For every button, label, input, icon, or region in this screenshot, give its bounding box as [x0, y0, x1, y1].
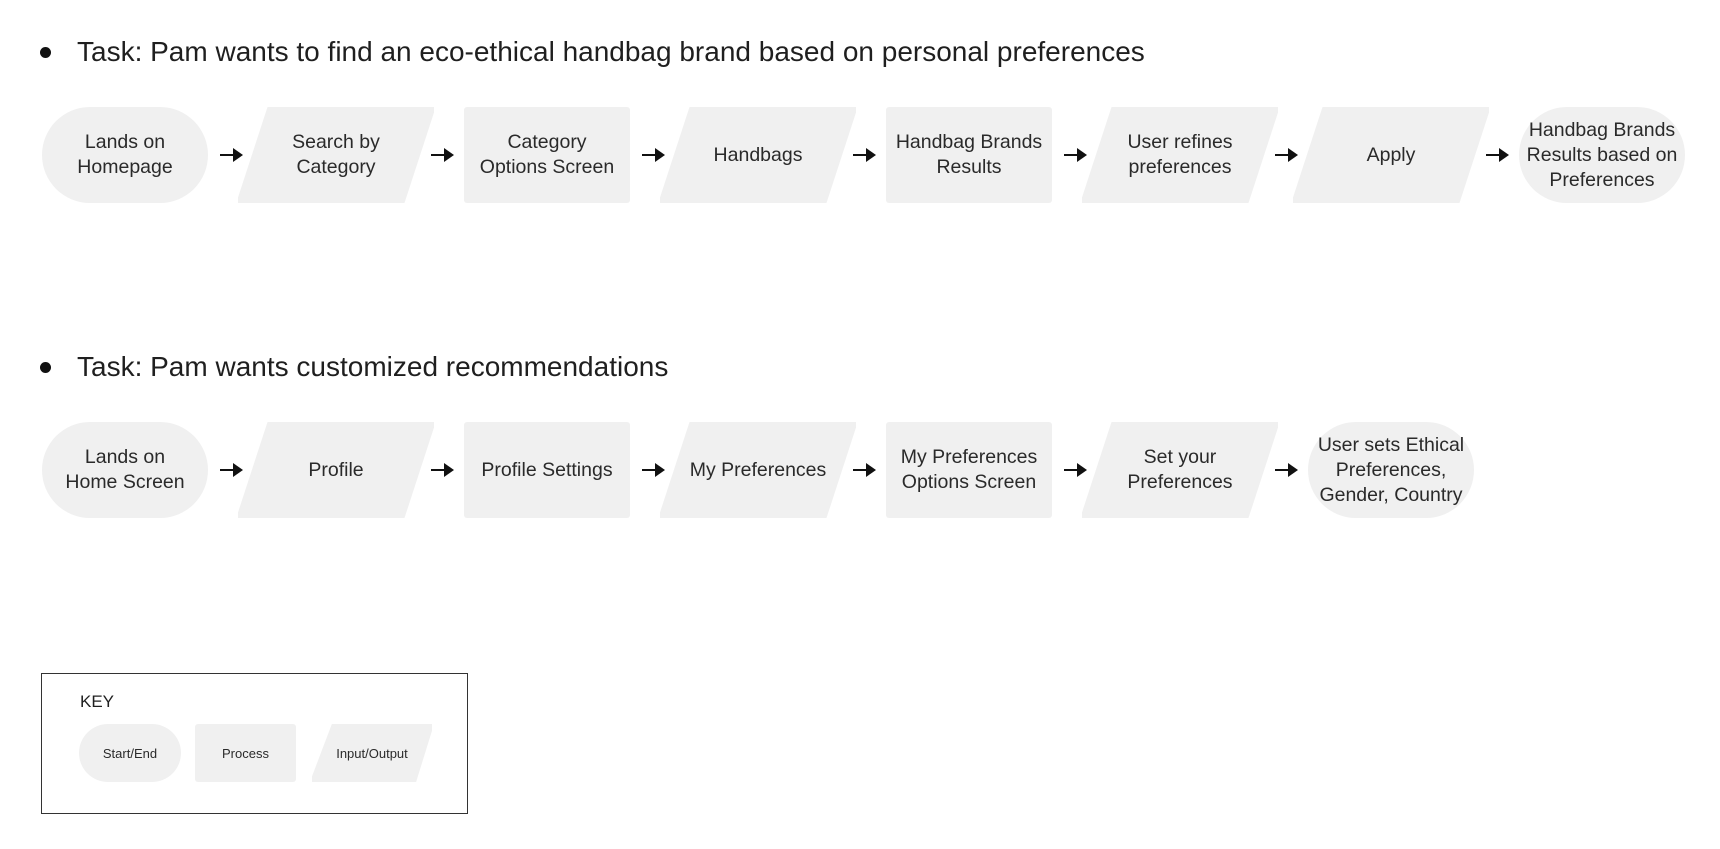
arrow-right-icon [841, 422, 886, 518]
parallelogram-shape [1082, 422, 1278, 518]
step-label: Set your Preferences [1127, 446, 1233, 493]
parallelogram-shape [1293, 107, 1489, 203]
start-end-node: Lands on Home Screen [42, 422, 208, 518]
start-end-node: Handbag Brands Results based on Preferen… [1519, 107, 1685, 203]
step-label: Category Options Screen [479, 131, 615, 178]
step-label: Apply [1366, 143, 1416, 166]
parallelogram-shape [312, 724, 432, 782]
input-output-node: Search by Category [238, 107, 434, 203]
arrow-right-icon [1052, 422, 1097, 518]
step-label: User sets Ethical Preferences, Gender, C… [1317, 433, 1465, 506]
arrow-right-icon [1263, 422, 1308, 518]
start-end-node: User sets Ethical Preferences, Gender, C… [1308, 422, 1474, 518]
step-label: User refines preferences [1127, 131, 1233, 178]
input-output-node: User refines preferences [1082, 107, 1278, 203]
key-process-label: Process [222, 745, 269, 761]
parallelogram-shape [238, 422, 434, 518]
parallelogram-shape [238, 107, 434, 203]
arrow-right-icon [419, 422, 464, 518]
flow-row-2: Lands on Home Screen Profile Profile Setti… [42, 422, 1474, 518]
process-node: Category Options Screen [464, 107, 630, 203]
task-heading-2: Task: Pam wants customized recommendatio… [40, 351, 668, 383]
arrow-right-icon [208, 107, 253, 203]
input-output-node: Set your Preferences [1082, 422, 1278, 518]
arrow-right-icon [630, 422, 675, 518]
key-input-output-label: Input/Output [336, 745, 408, 761]
step-label: Profile [308, 458, 364, 481]
arrow-right-icon [1052, 107, 1097, 203]
task-label: Task: Pam wants to find an eco-ethical h… [77, 36, 1145, 67]
input-output-node: Profile [238, 422, 434, 518]
step-label: Lands on Home Screen [65, 446, 185, 493]
parallelogram-shape [660, 107, 856, 203]
input-output-node: Apply [1293, 107, 1489, 203]
process-node: My Preferences Options Screen [886, 422, 1052, 518]
arrow-right-icon [208, 422, 253, 518]
arrow-right-icon [1263, 107, 1308, 203]
input-output-node: Handbags [660, 107, 856, 203]
key-start-end-label: Start/End [102, 745, 158, 761]
arrow-right-icon [419, 107, 464, 203]
step-label: Lands on Homepage [77, 131, 173, 178]
step-label: Handbag Brands Results [895, 131, 1043, 178]
key-title: KEY [80, 692, 115, 711]
process-node: Handbag Brands Results [886, 107, 1052, 203]
bullet-icon [40, 46, 51, 58]
step-label: My Preferences [689, 458, 827, 481]
key-start-end-shape: Start/End [79, 724, 181, 782]
flow-row-1: Lands on Homepage Search by Category Categ… [42, 107, 1685, 203]
step-label: Handbag Brands Results based on Preferen… [1526, 118, 1678, 191]
arrow-right-icon [1474, 107, 1519, 203]
task-heading-1: Task: Pam wants to find an eco-ethical h… [40, 36, 1145, 68]
legend-key: KEY Start/End Process Input/Output [41, 673, 468, 814]
key-process-shape: Process [195, 724, 296, 782]
parallelogram-shape [660, 422, 856, 518]
parallelogram-shape [1082, 107, 1278, 203]
step-label: Search by Category [292, 131, 380, 178]
key-input-output-shape: Input/Output [312, 724, 432, 782]
step-label: Profile Settings [481, 458, 613, 481]
step-label: Handbags [713, 143, 803, 166]
arrow-right-icon [630, 107, 675, 203]
step-label: My Preferences Options Screen [900, 446, 1038, 493]
arrow-right-icon [841, 107, 886, 203]
input-output-node: My Preferences [660, 422, 856, 518]
start-end-node: Lands on Homepage [42, 107, 208, 203]
bullet-icon [40, 361, 51, 373]
process-node: Profile Settings [464, 422, 630, 518]
task-label: Task: Pam wants customized recommendatio… [77, 351, 669, 382]
